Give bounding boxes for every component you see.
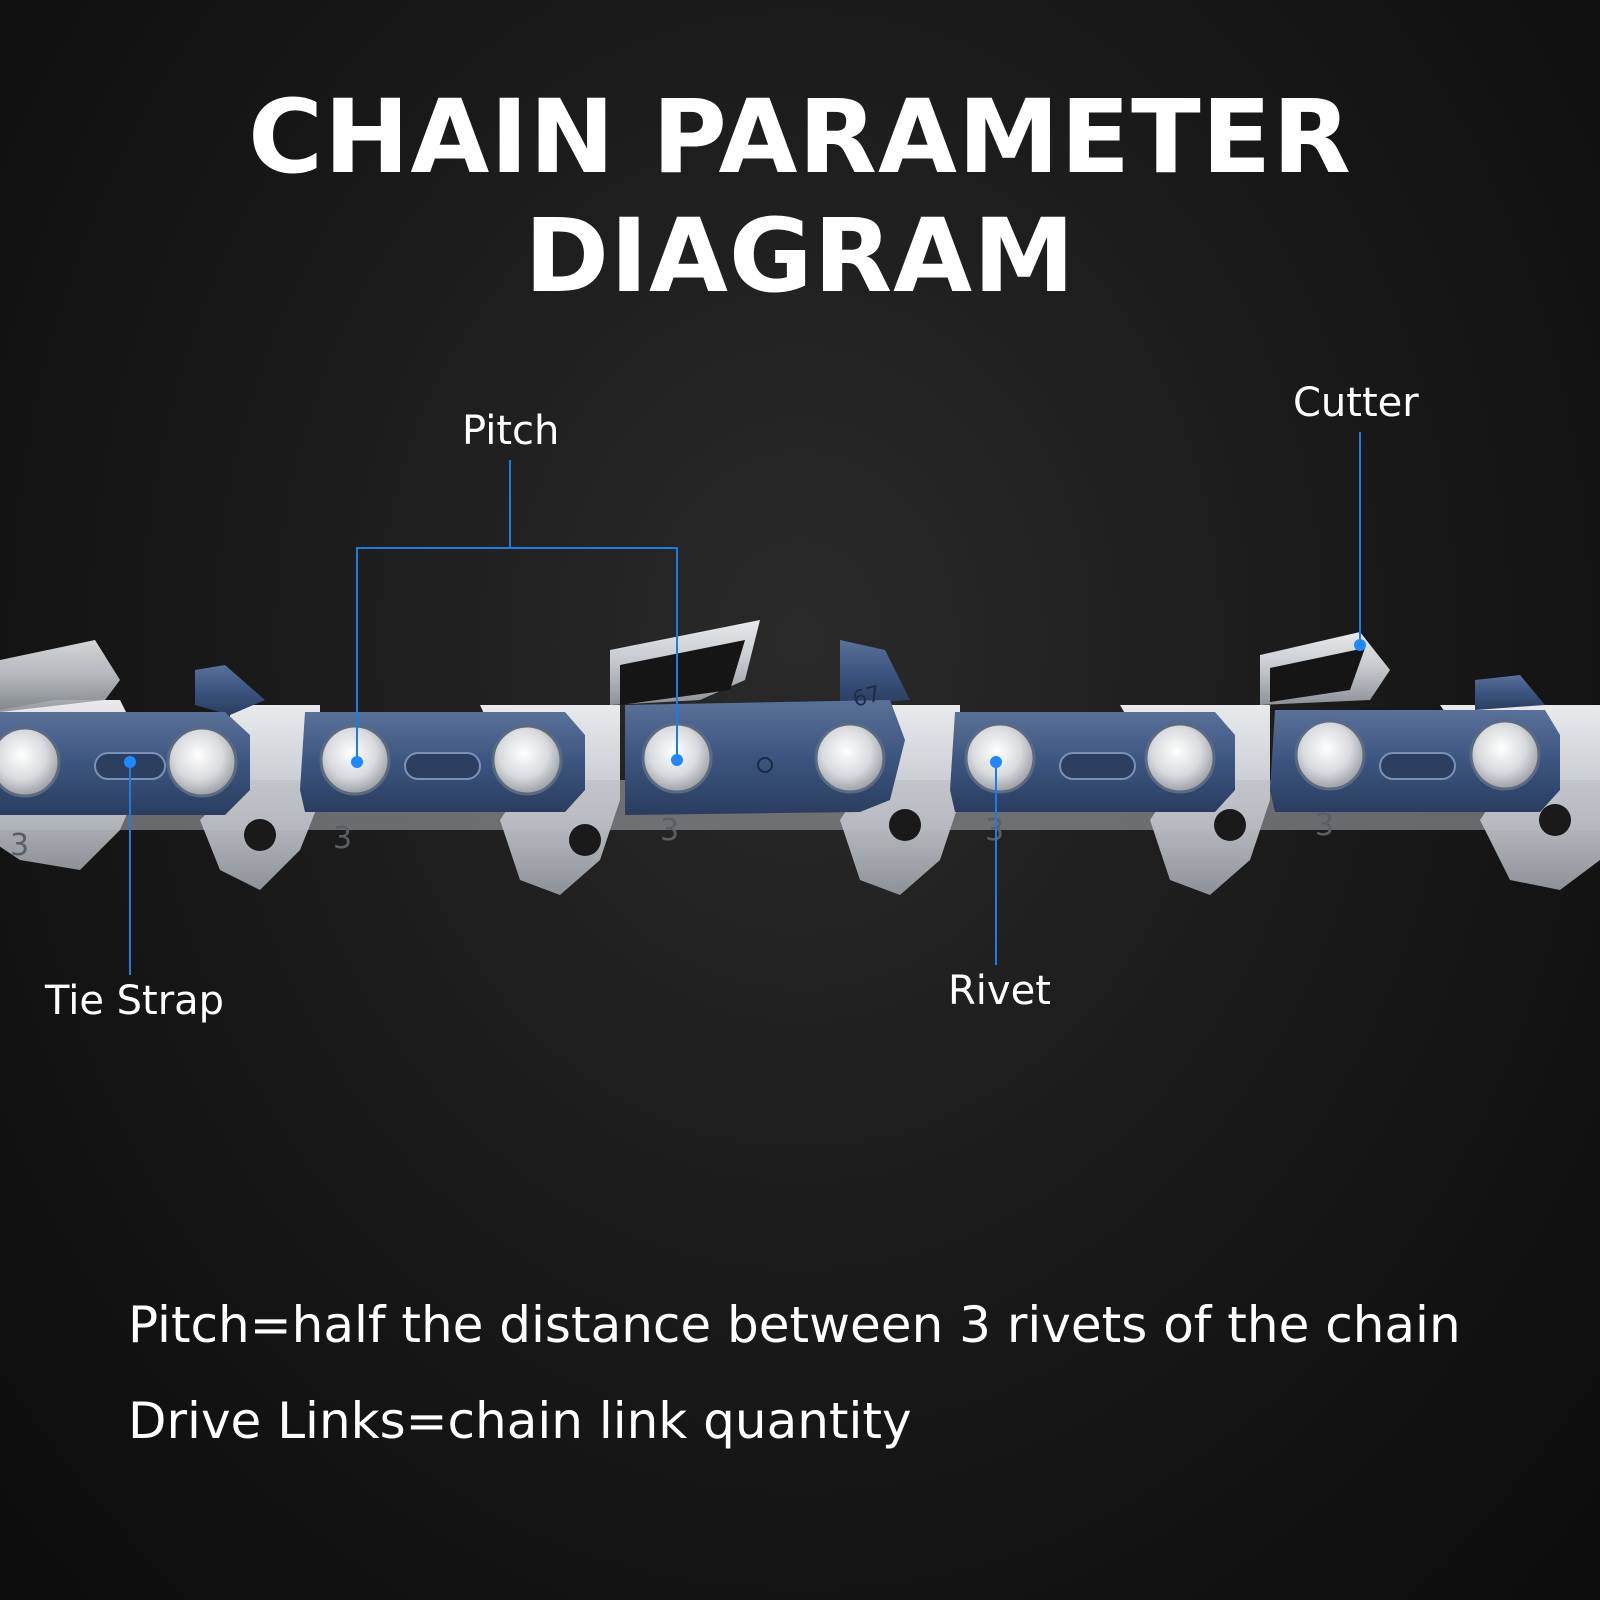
drive-links-definition: Drive Links=chain link quantity bbox=[128, 1392, 912, 1450]
pitch-dot-right bbox=[671, 754, 683, 766]
cutter-tooth bbox=[620, 640, 745, 705]
tie-strap-label: Tie Strap bbox=[45, 978, 225, 1024]
link-slot bbox=[1379, 752, 1456, 780]
rivet-head bbox=[491, 724, 563, 796]
pitch-definition: Pitch=half the distance between 3 rivets… bbox=[128, 1296, 1461, 1354]
rivet-head bbox=[1469, 719, 1541, 791]
cutter-label: Cutter bbox=[1293, 380, 1419, 426]
drive-link-hole bbox=[1214, 809, 1246, 841]
cutter-tooth bbox=[0, 640, 120, 712]
cutter-tooth bbox=[1475, 675, 1545, 710]
stamp-number: 3 bbox=[1315, 808, 1334, 843]
rivet-head bbox=[814, 722, 886, 794]
drive-link-hole bbox=[569, 824, 601, 856]
cutter-small-hole bbox=[757, 757, 773, 773]
link-slot bbox=[404, 752, 481, 780]
cutter-tooth bbox=[840, 640, 910, 705]
callouts bbox=[129, 432, 1361, 975]
rivet-head bbox=[1294, 719, 1366, 791]
stamp-number: 3 bbox=[333, 821, 352, 856]
drive-link-hole bbox=[889, 809, 921, 841]
link-slot bbox=[1059, 752, 1136, 780]
stamp-number: 3 bbox=[660, 813, 679, 848]
rivet-head bbox=[1144, 722, 1216, 794]
tie-strap-dot bbox=[124, 756, 136, 768]
cutter-tooth bbox=[195, 665, 265, 715]
rivet-dot bbox=[990, 756, 1002, 768]
stamp-number: 3 bbox=[10, 828, 29, 863]
cutter-tooth bbox=[1270, 648, 1365, 702]
pitch-dot-left bbox=[351, 756, 363, 768]
page-title: CHAIN PARAMETER DIAGRAM bbox=[248, 78, 1352, 316]
rivet-label: Rivet bbox=[948, 968, 1051, 1014]
callout-dots bbox=[124, 639, 1366, 768]
rivet-head bbox=[0, 726, 61, 798]
rivet-head bbox=[166, 726, 238, 798]
pitch-label: Pitch bbox=[462, 408, 560, 454]
cutter-dot bbox=[1354, 639, 1366, 651]
drive-link-hole bbox=[244, 819, 276, 851]
drive-link-hole bbox=[1539, 804, 1571, 836]
pitch-bracket bbox=[356, 547, 678, 762]
cutters bbox=[0, 620, 1545, 715]
stamp-marks: 3 3 3 3 3 67 bbox=[10, 681, 1334, 863]
stamp-number: 3 bbox=[985, 813, 1004, 848]
